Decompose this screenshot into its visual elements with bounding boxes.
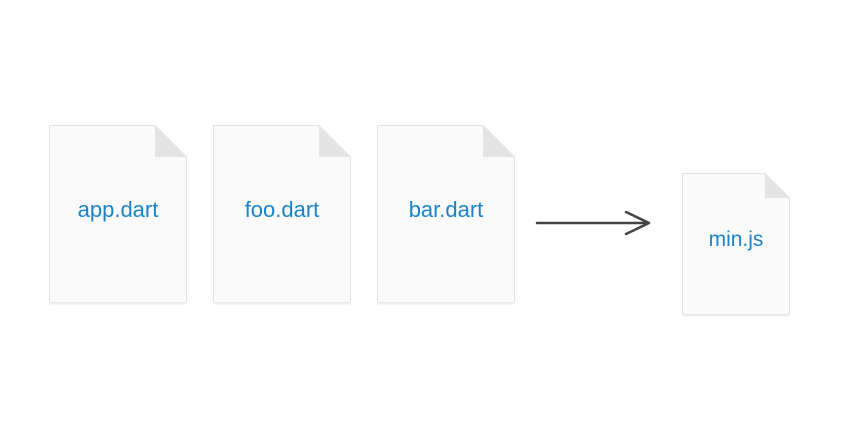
file-min-js: min.js [682,173,790,317]
file-name: bar.dart [408,197,484,222]
file-name: min.js [708,228,764,251]
document-icon [682,173,790,317]
file-name: app.dart [77,197,159,222]
document-icon [377,125,515,305]
file-foo-dart: foo.dart [213,125,351,305]
file-app-dart: app.dart [49,125,187,305]
document-icon [213,125,351,305]
document-icon [49,125,187,305]
file-name: foo.dart [244,197,320,222]
arrow-right-icon [535,210,651,236]
file-bar-dart: bar.dart [377,125,515,305]
